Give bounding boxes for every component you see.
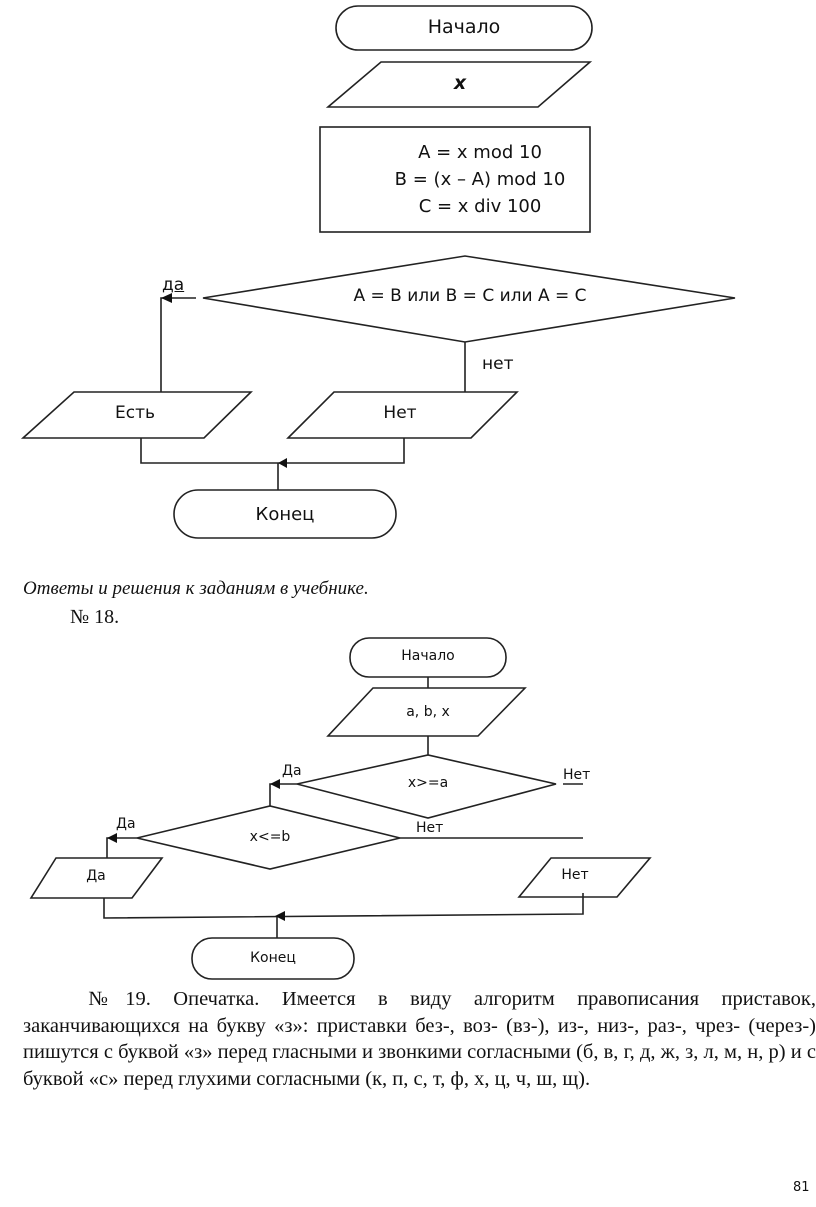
fc2-cond2-yes-label: Да (116, 816, 136, 832)
fc2-output-no-label: Нет (561, 867, 589, 883)
fc1-input-label: x (453, 72, 467, 94)
task19-text: №19. Опечатка. Имеется в виду алгоритм п… (23, 988, 816, 1090)
fc2-cond2-label: x<=b (249, 829, 291, 845)
fc2-cond1-no-label: Нет (563, 767, 591, 783)
fc2-cond2-no-label: Нет (416, 820, 444, 836)
fc1-output-no-parallelogram (286, 391, 519, 439)
fc1-end-terminator (173, 489, 397, 539)
fc2-end-label: Конец (250, 950, 296, 966)
fc1-process-box (319, 126, 591, 233)
fc1-condition-label: A = B или B = C или A = C (353, 286, 587, 306)
fc2-input-label: a, b, x (406, 704, 450, 720)
fc2-output-yes-parallelogram (29, 857, 164, 899)
fc1-input-parallelogram (325, 61, 593, 108)
fc1-process-line-3: C = x div 100 (418, 196, 542, 217)
task18-number: № 18. (70, 606, 120, 628)
fc1-yes-label: да (162, 275, 185, 295)
page-number: 81 (793, 1180, 810, 1195)
section-heading: Ответы и решения к заданиям в учебнике. (23, 578, 369, 599)
fc1-no-label: нет (482, 354, 514, 374)
fc2-start-label: Начало (401, 648, 455, 664)
fc2-cond2-yes-arrowhead (107, 833, 117, 843)
fc1-output-yes-label: Есть (114, 403, 155, 423)
fc2-cond1-yes-label: Да (282, 763, 302, 779)
fc2-output-yes-label: Да (86, 868, 106, 884)
fc1-yes-connector (160, 297, 196, 392)
fc1-process-line-2: B = (x – A) mod 10 (394, 169, 566, 190)
fc1-merge-connector (140, 438, 405, 464)
fc2-merge-arrowhead (275, 911, 285, 921)
fc2-cond2-yes-connector (106, 837, 137, 858)
fc1-start-terminator (335, 5, 593, 51)
fc2-cond1-yes-connector (269, 783, 297, 806)
fc2-merge-connector (103, 893, 584, 919)
task19-paragraph: №19. Опечатка. Имеется в виду алгоритм п… (23, 986, 816, 1092)
fc2-decision1-diamond (296, 754, 557, 819)
fc2-end-terminator (191, 937, 355, 980)
fc1-output-yes-parallelogram (20, 391, 253, 439)
fc2-output-no-parallelogram (517, 857, 652, 898)
fc1-process-text: A = x mod 10 B = (x – A) mod 10 C = x di… (320, 139, 640, 220)
fc2-cond1-yes-arrowhead (270, 779, 280, 789)
fc1-decision-diamond (202, 255, 736, 343)
fc1-process-line-1: A = x mod 10 (418, 142, 542, 163)
fc2-cond1-label: x>=a (407, 775, 449, 791)
fc1-merge-arrowhead (278, 458, 287, 468)
fc1-yes-arrowhead (161, 293, 172, 303)
fc1-output-no-label: Нет (383, 403, 417, 423)
fc1-end-label: Конец (255, 504, 315, 525)
fc1-start-label: Начало (427, 16, 501, 38)
fc2-input-parallelogram (326, 687, 527, 737)
